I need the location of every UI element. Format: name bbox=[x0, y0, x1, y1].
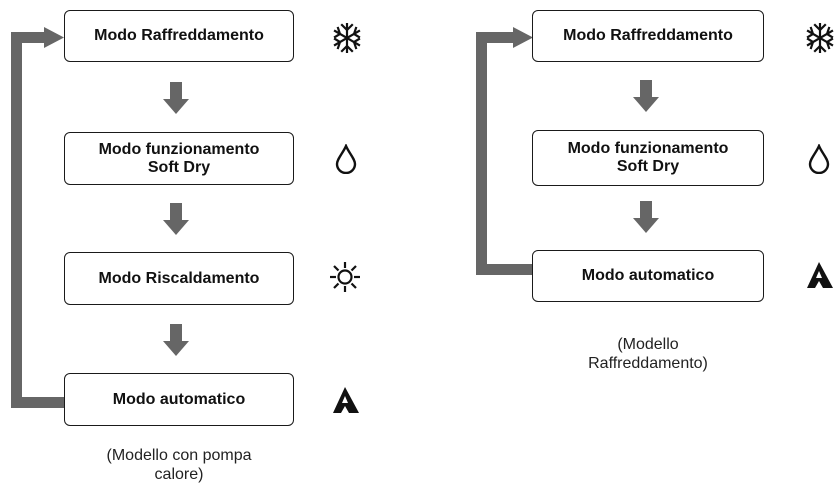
cycle-bracket-left bbox=[11, 32, 22, 408]
mode-label: Modo automatico bbox=[581, 267, 715, 284]
cycle-return-arrow bbox=[513, 27, 533, 48]
cycle-bracket-bottom bbox=[476, 264, 532, 275]
water-drop-icon bbox=[808, 144, 830, 174]
mode-box-auto: Modo automatico bbox=[532, 250, 764, 302]
cycle-bracket-top bbox=[476, 32, 514, 43]
mode-box-soft-dry: Modo funzionamento Soft Dry bbox=[64, 132, 294, 185]
down-arrow-2 bbox=[633, 201, 659, 233]
sun-icon bbox=[330, 262, 360, 292]
snowflake-icon bbox=[806, 23, 834, 53]
mode-box-cooling: Modo Raffreddamento bbox=[532, 10, 764, 62]
mode-label: Modo Riscaldamento bbox=[98, 269, 260, 287]
mode-label: Modo Raffreddamento bbox=[94, 27, 264, 44]
mode-label: Modo automatico bbox=[112, 390, 246, 408]
down-arrow-1 bbox=[163, 82, 189, 114]
caption-line1: (Modello con pompa bbox=[106, 447, 252, 464]
caption-line2: Raffreddamento) bbox=[588, 355, 708, 372]
caption-cooling-model: (Modello Raffreddamento) bbox=[548, 335, 748, 373]
caption-line1: (Modello bbox=[617, 336, 679, 353]
down-arrow-2 bbox=[163, 203, 189, 235]
mode-label: Modo funzionamento bbox=[567, 140, 729, 157]
water-drop-icon bbox=[335, 144, 357, 174]
mode-label-line2: Soft Dry bbox=[147, 158, 211, 176]
down-arrow-1 bbox=[633, 80, 659, 112]
snowflake-icon bbox=[333, 23, 361, 53]
mode-box-auto: Modo automatico bbox=[64, 373, 294, 426]
cycle-return-arrow bbox=[44, 27, 64, 48]
mode-box-cooling: Modo Raffreddamento bbox=[64, 10, 294, 62]
cycle-bracket-top bbox=[11, 32, 45, 43]
cycle-bracket-left bbox=[476, 32, 487, 275]
mode-box-soft-dry: Modo funzionamento Soft Dry bbox=[532, 130, 764, 186]
cycle-bracket-bottom bbox=[11, 397, 64, 408]
mode-box-heating: Modo Riscaldamento bbox=[64, 252, 294, 305]
auto-mode-icon bbox=[807, 262, 833, 288]
mode-label-line2: Soft Dry bbox=[616, 158, 680, 175]
caption-line2: calore) bbox=[154, 466, 204, 483]
down-arrow-3 bbox=[163, 324, 189, 356]
mode-label: Modo funzionamento bbox=[98, 140, 260, 158]
auto-mode-icon bbox=[333, 387, 359, 413]
caption-heat-pump-model: (Modello con pompa calore) bbox=[74, 446, 284, 484]
mode-label: Modo Raffreddamento bbox=[563, 27, 733, 44]
